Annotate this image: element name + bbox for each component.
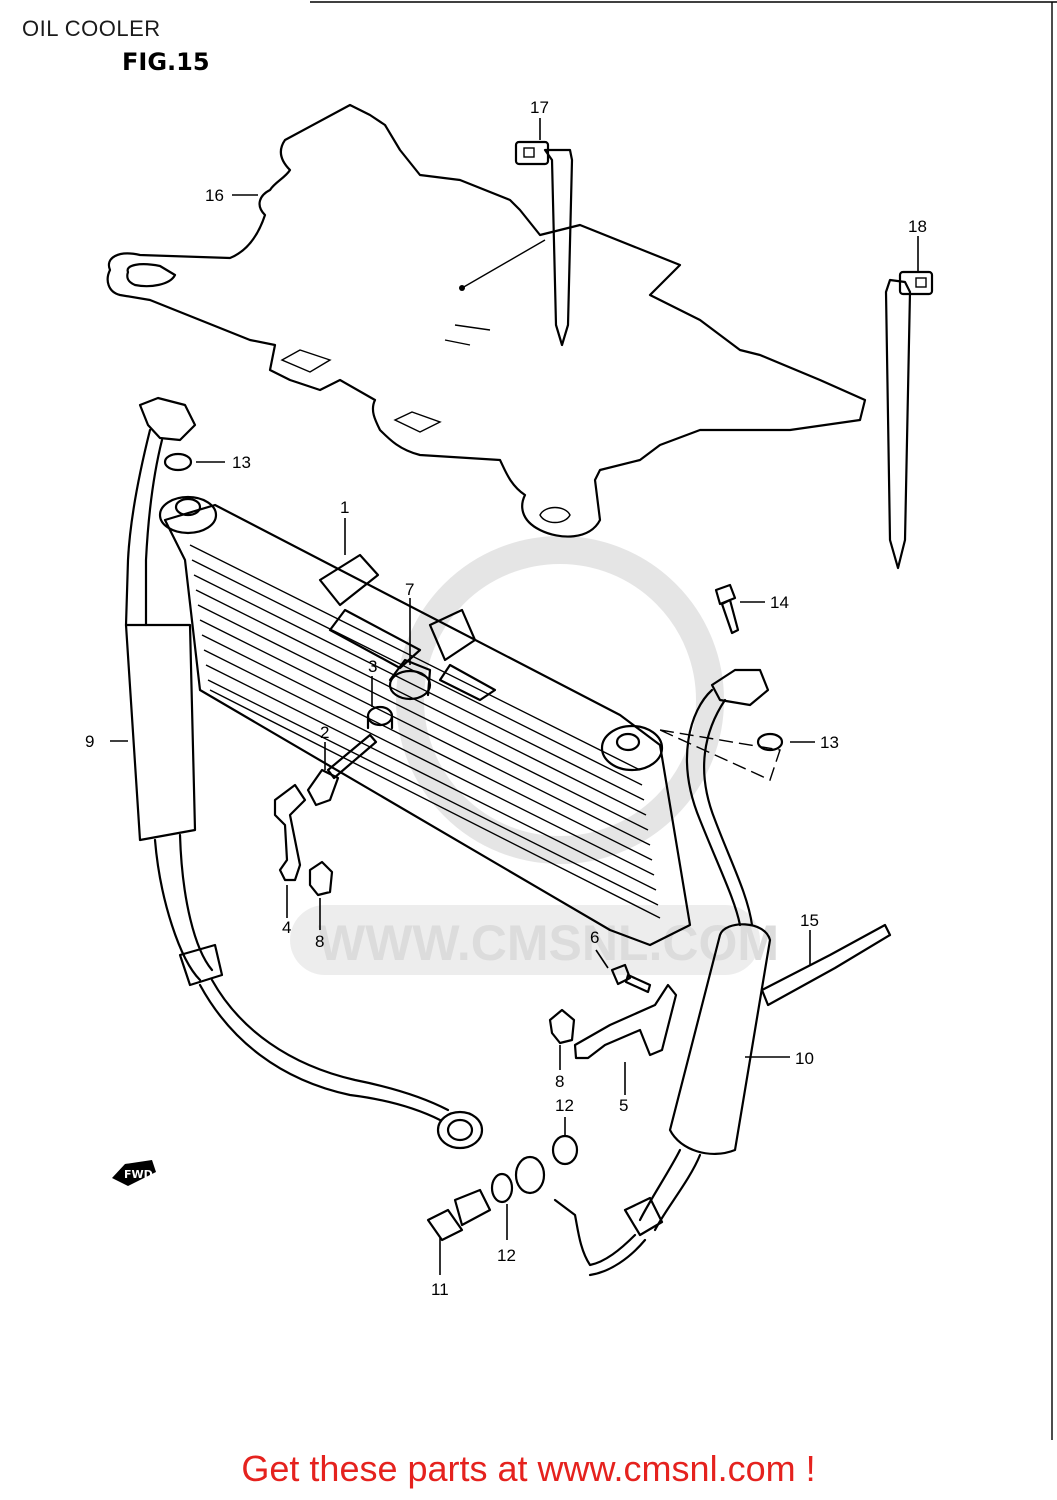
part-number-label: 14: [770, 593, 789, 612]
oil-hose-9: [124, 396, 484, 1150]
part-number-label: 13: [232, 453, 251, 472]
page-title: OIL COOLER: [22, 16, 161, 41]
bolt-6: [610, 963, 652, 994]
part-number-label: 12: [555, 1096, 574, 1115]
bolt-14: [714, 583, 740, 635]
part-number-label: 5: [619, 1096, 628, 1115]
part-number-label: 16: [205, 186, 224, 205]
part-number-label: 17: [530, 98, 549, 117]
bolt-2: [306, 733, 378, 807]
cable-tie-18: [884, 270, 934, 570]
part-number-label: 18: [908, 217, 927, 236]
clip-nut-8-right: [548, 1008, 576, 1045]
o-ring-13-upper: [163, 452, 193, 472]
o-ring-13-lower: [756, 732, 784, 752]
cable-tie-17: [514, 140, 574, 347]
clip-nut-8-left: [308, 860, 334, 897]
bracket-4: [273, 783, 307, 882]
forward-arrow-icon: FWD: [112, 1160, 156, 1186]
part-number-label: 10: [795, 1049, 814, 1068]
watermark-text: WWW.CMSNL.COM: [318, 915, 779, 971]
part-number-label: 13: [820, 733, 839, 752]
part-number-label: 9: [85, 732, 94, 751]
part-number-label: 15: [800, 911, 819, 930]
part-number-label: 3: [368, 657, 377, 676]
heat-shield-plate: [106, 103, 867, 538]
union-bolt-11: [426, 1188, 492, 1242]
exploded-parts-diagram: WWW.CMSNL.COM: [85, 1, 1057, 1440]
part-number-label: 12: [497, 1246, 516, 1265]
protector-15: [760, 923, 892, 1007]
collar-7: [388, 658, 432, 701]
part-number-label: 7: [405, 580, 414, 599]
bracket-5: [573, 983, 678, 1060]
part-number-label: 1: [340, 498, 349, 517]
part-number-label: 4: [282, 918, 291, 937]
part-number-label: 2: [320, 723, 329, 742]
cmsnl-promo-link[interactable]: Get these parts at www.cmsnl.com !: [241, 1448, 816, 1489]
part-number-label: 11: [431, 1280, 449, 1299]
forward-arrow-label: FWD: [124, 1168, 153, 1181]
callout-leaders: [110, 118, 919, 1275]
spacer-3: [366, 705, 394, 730]
gasket-12-lower: [490, 1172, 514, 1204]
part-number-labels: 16 17 18 13 1 7 3 2 9 4 8 14 13 15 6 10 …: [85, 98, 927, 1299]
gasket-12-upper: [551, 1134, 579, 1166]
part-number-label: 6: [590, 928, 599, 947]
watermark: WWW.CMSNL.COM: [290, 536, 779, 975]
part-number-label: 8: [555, 1072, 564, 1091]
oil-cooler-core: [158, 495, 692, 947]
figure-label: FIG.15: [122, 48, 210, 76]
oil-hose-10: [514, 668, 772, 1277]
part-number-label: 8: [315, 932, 324, 951]
